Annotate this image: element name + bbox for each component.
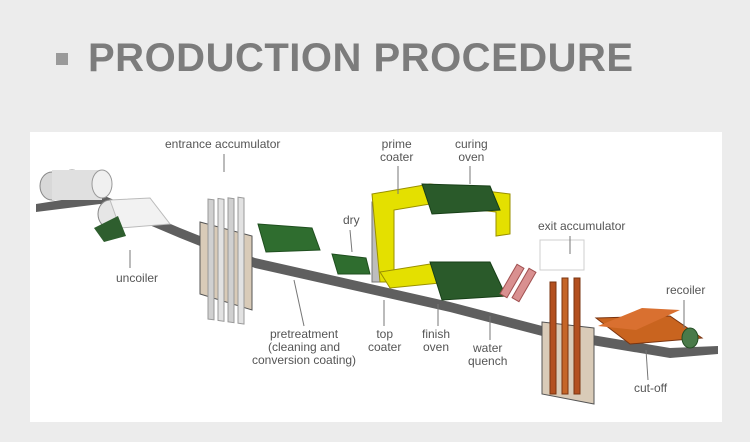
finish-oven-icon [429, 261, 507, 301]
label-entrance-accumulator: entrance accumulator [165, 137, 281, 151]
page-title: PRODUCTION PROCEDURE [88, 36, 634, 80]
label-top-coater: top coater [368, 327, 402, 354]
label-curing-oven: curing oven [455, 137, 488, 164]
pretreatment-unit-icon [257, 223, 321, 253]
water-quench-icon [499, 263, 537, 303]
label-recoiler: recoiler [666, 283, 706, 297]
production-line-diagram: entrance accumulator prime coater curing… [30, 132, 722, 422]
label-uncoiler: uncoiler [116, 271, 159, 285]
prime-coater-curing-oven-icon [371, 183, 511, 289]
label-finish-oven: finish oven [422, 327, 451, 354]
uncoiler-coils-icon [39, 169, 171, 242]
label-exit-accumulator: exit accumulator [538, 219, 626, 233]
label-dry: dry [343, 213, 360, 227]
label-prime-coater: prime coater [380, 137, 414, 164]
square-bullet-icon [56, 52, 68, 65]
label-water-quench: water quench [468, 341, 508, 368]
label-cut-off: cut-off [634, 381, 668, 395]
dryer-unit-icon [331, 253, 371, 275]
production-line-illustration [36, 169, 718, 405]
recoiler-icon [594, 308, 704, 349]
label-pretreatment: pretreatment (cleaning and conversion co… [252, 327, 357, 367]
exit-accumulator-icon [539, 239, 595, 405]
entrance-accumulator-icon [199, 196, 253, 325]
page-heading: PRODUCTION PROCEDURE [56, 36, 634, 81]
